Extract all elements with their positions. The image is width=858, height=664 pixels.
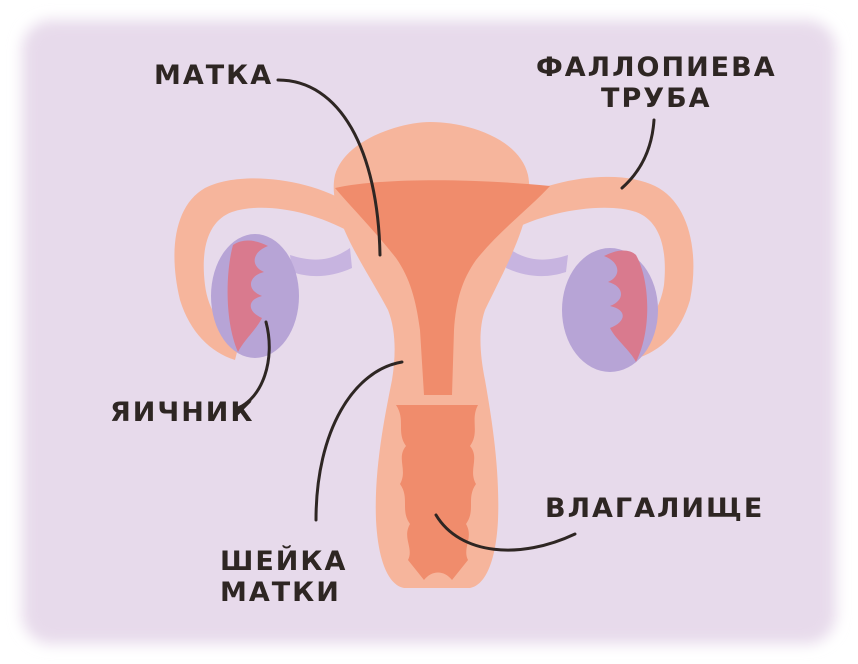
right-ovary [562,248,658,372]
cervix-label: ШЕЙКА МАТКИ [220,546,347,608]
ovary-label: ЯИЧНИК [110,397,254,428]
fallopian-tube-label: ФАЛЛОПИЕВА ТРУБА [536,52,777,114]
vagina-label: ВЛАГАЛИЩЕ [545,493,764,524]
uterus-label: МАТКА [154,60,273,91]
left-ovary [211,234,299,358]
